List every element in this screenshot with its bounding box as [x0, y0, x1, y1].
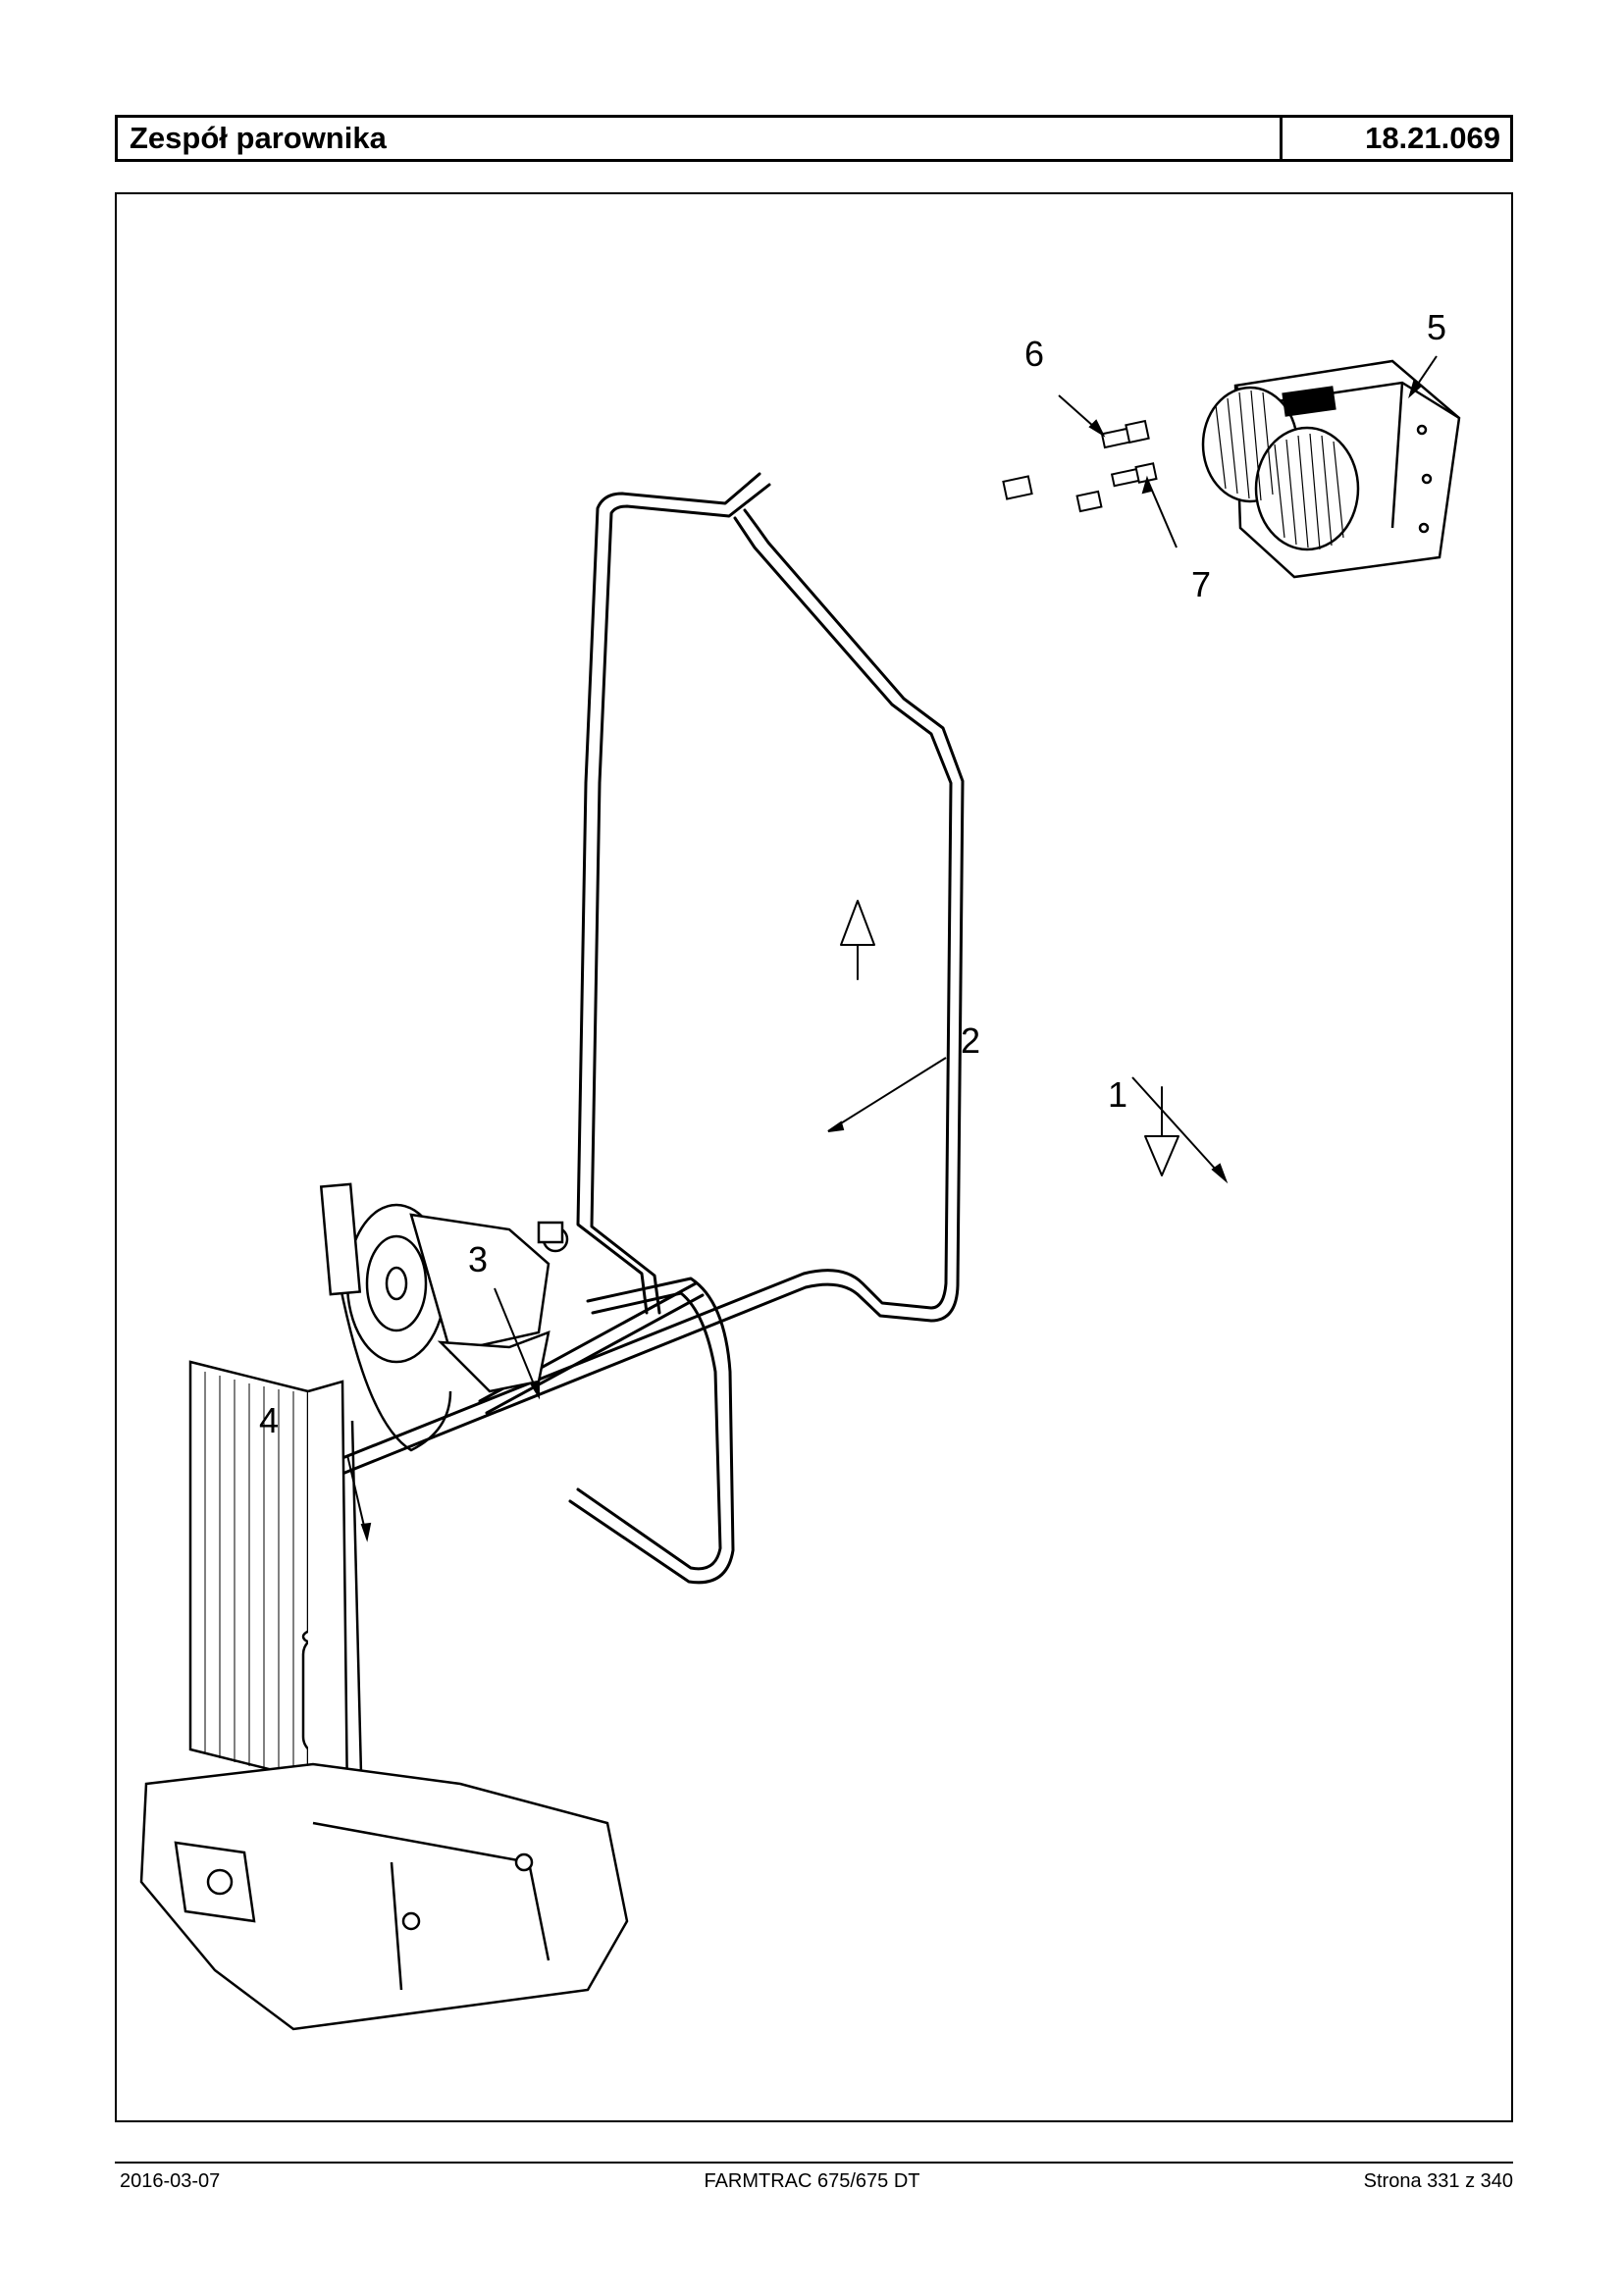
- page-header: Zespół parownika 18.21.069: [115, 115, 1513, 162]
- callout-3: 3: [468, 1239, 488, 1279]
- footer-divider: [115, 2162, 1513, 2164]
- footer-page-number: Strona 331 z 340: [1363, 2170, 1513, 2192]
- callout-2: 2: [961, 1020, 980, 1061]
- section-code: 18.21.069: [1365, 121, 1500, 155]
- callout-6: 6: [1024, 334, 1044, 374]
- diagram-frame: 1 2 3 4 5 6 7: [115, 192, 1513, 2122]
- footer-date: 2016-03-07: [120, 2170, 221, 2192]
- callout-1: 1: [1108, 1074, 1127, 1115]
- callout-4: 4: [259, 1400, 279, 1440]
- footer-model: FARMTRAC 675/675 DT: [704, 2170, 920, 2192]
- evaporator-assembly-diagram: 1 2 3 4 5 6 7: [139, 307, 1461, 2031]
- callout-7: 7: [1191, 564, 1211, 604]
- callout-5: 5: [1427, 307, 1446, 347]
- page-title: Zespół parownika: [118, 118, 1283, 159]
